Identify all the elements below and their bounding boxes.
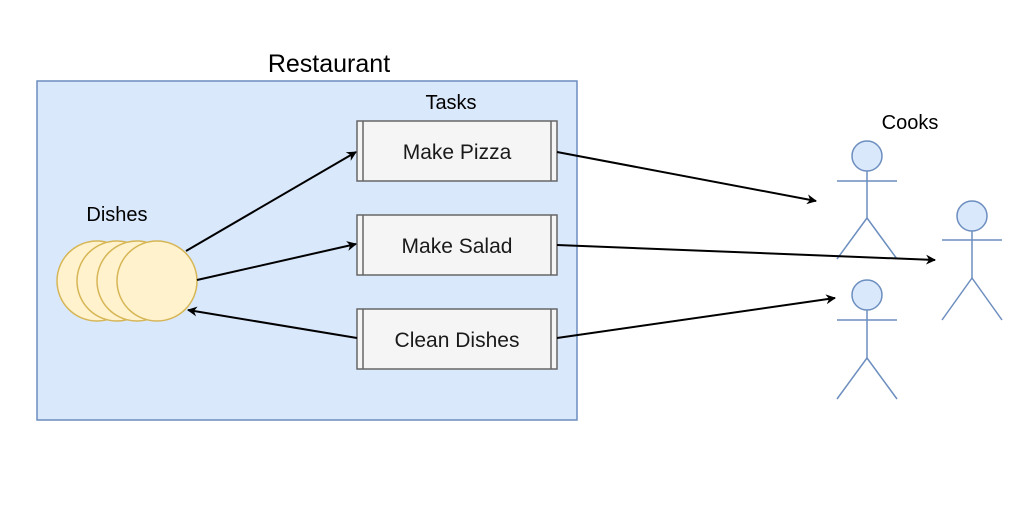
arrow-make-pizza-to-cook xyxy=(556,151,817,205)
actor-head xyxy=(851,140,883,172)
actor-left-leg xyxy=(836,357,868,400)
task-clean-dishes: Clean Dishes xyxy=(356,308,558,370)
cooks-label: Cooks xyxy=(882,112,939,134)
dishes-label: Dishes xyxy=(86,204,147,226)
actor-head xyxy=(956,200,988,232)
arrow-make-salad-to-cook xyxy=(556,244,936,265)
edges xyxy=(185,151,936,339)
task-make-salad: Make Salad xyxy=(356,214,558,276)
actor-right-leg xyxy=(866,217,898,260)
cook-actor-1 xyxy=(836,140,898,260)
dish-stack xyxy=(56,240,198,322)
cook-actor-3 xyxy=(836,279,898,400)
task-box xyxy=(356,120,558,182)
actor-left-leg xyxy=(941,277,973,321)
task-label: Make Pizza xyxy=(403,141,512,164)
actor-right-leg xyxy=(866,357,898,400)
task-label: Make Salad xyxy=(402,235,513,258)
tasks-label: Tasks xyxy=(425,92,476,114)
task-make-pizza: Make Pizza xyxy=(356,120,558,182)
restaurant-title: Restaurant xyxy=(268,50,390,78)
arrow-dishes-to-make-salad xyxy=(196,241,357,281)
cook-actor-2 xyxy=(941,200,1003,321)
arrow-clean-dishes-to-cook xyxy=(556,294,836,339)
dish-4 xyxy=(116,240,198,322)
actor-right-leg xyxy=(971,277,1003,321)
actor-left-leg xyxy=(836,217,868,260)
arrow-clean-dishes-to-dishes xyxy=(187,306,358,339)
arrow-dishes-to-make-pizza xyxy=(185,151,357,252)
task-box xyxy=(356,308,558,370)
task-label: Clean Dishes xyxy=(395,329,520,352)
actor-head xyxy=(851,279,883,311)
